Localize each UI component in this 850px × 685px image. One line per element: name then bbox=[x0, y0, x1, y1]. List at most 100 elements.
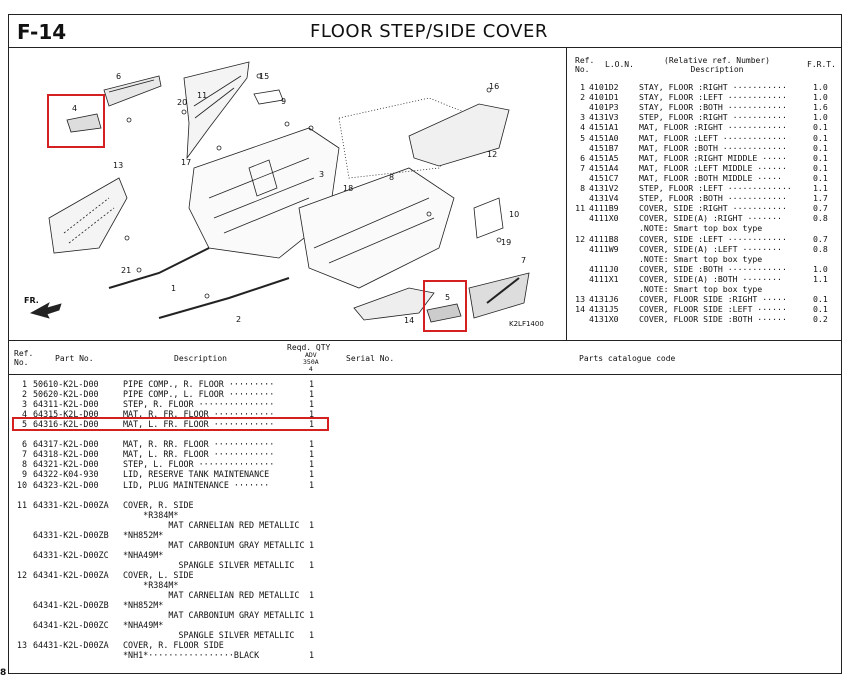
parts-table-row: 64331-K2L-D00ZB*NH852M* bbox=[9, 530, 842, 540]
frt-cell: 0.7 bbox=[813, 203, 828, 214]
desc-cell: .NOTE: Smart top box type bbox=[639, 284, 763, 294]
desc-cell: STEP, FLOOR :RIGHT ··········· bbox=[639, 112, 787, 123]
frt-cell: 0.1 bbox=[813, 122, 828, 133]
ref-header: Ref. No. bbox=[575, 56, 595, 74]
ref-cell: 11 bbox=[575, 203, 585, 214]
part-desc-cell: *NH852M* bbox=[123, 600, 164, 611]
frt-cell: 0.1 bbox=[813, 142, 828, 153]
part-7-shape bbox=[468, 272, 530, 319]
part-desc-cell: MAT CARBONIUM GRAY METALLIC bbox=[123, 610, 305, 621]
part-number-cell: 64311-K2L-D00 bbox=[33, 399, 99, 410]
part-qty-cell: 1 bbox=[309, 389, 315, 400]
diagram-code: K2LF1400 bbox=[509, 320, 544, 328]
frt-cell: 1.0 bbox=[813, 263, 828, 274]
lon-cell: 4111B9 bbox=[589, 203, 619, 214]
part-qty-cell: 1 bbox=[309, 379, 315, 389]
part-desc-cell: *NH1*·················BLACK bbox=[123, 650, 260, 661]
lon-cell: 4151A4 bbox=[589, 162, 619, 173]
lon-cell: 4151C7 bbox=[589, 172, 619, 183]
lon-cell: 4111B8 bbox=[589, 233, 619, 244]
lon-cell: 4151A1 bbox=[589, 122, 619, 133]
exploded-diagram: 6 4 11 9 3 16 12 8 18 10 19 7 13 1 2 14 … bbox=[9, 48, 567, 340]
ref-table-row: 5 4151A0 MAT, FLOOR :LEFT ············· 0.1 bbox=[567, 133, 842, 143]
callout-17: 17 bbox=[181, 158, 192, 167]
frt-cell: 0.1 bbox=[813, 132, 828, 143]
part-number-cell: 64318-K2L-D00 bbox=[33, 449, 99, 460]
lon-cell: 4131X0 bbox=[589, 314, 619, 325]
part-number-cell: 64341-K2L-D00ZC bbox=[33, 620, 109, 631]
desc-cell: COVER, SIDE :LEFT ············ bbox=[639, 233, 787, 244]
callout-3: 3 bbox=[319, 170, 325, 179]
lon-cell: 4151A5 bbox=[589, 152, 619, 163]
part-qty-cell: 1 bbox=[309, 399, 315, 410]
frt-cell: 1.6 bbox=[813, 102, 828, 113]
frt-cell: 1.0 bbox=[813, 82, 828, 92]
part-desc-cell: COVER, R. FLOOR SIDE bbox=[123, 640, 224, 651]
frt-cell: 0.2 bbox=[813, 314, 828, 325]
callout-15: 15 bbox=[259, 72, 270, 81]
frt-cell: 0.1 bbox=[813, 304, 828, 315]
callout-7: 7 bbox=[521, 256, 527, 265]
desc-cell: MAT, FLOOR :LEFT ············· bbox=[639, 132, 787, 143]
part-11-shape bbox=[183, 61, 250, 160]
desc-cell: .NOTE: Smart top box type bbox=[639, 223, 763, 234]
desc-cell: COVER, FLOOR SIDE :RIGHT ····· bbox=[639, 294, 787, 305]
part-1-pipe bbox=[108, 247, 210, 289]
ref-number-table: Ref. No. L.O.N. (Relative ref. Number) D… bbox=[567, 48, 842, 340]
part-14-shape bbox=[353, 287, 435, 321]
part-ref-cell: 12 bbox=[16, 569, 27, 580]
ref-cell: 5 bbox=[580, 132, 585, 143]
desc-cell: STAY, FLOOR :RIGHT ··········· bbox=[639, 82, 787, 92]
part-qty-cell: 1 bbox=[309, 409, 315, 420]
frt-cell: 0.8 bbox=[813, 243, 828, 254]
callout-14: 14 bbox=[404, 316, 415, 325]
frt-cell: 1.0 bbox=[813, 112, 828, 123]
lon-cell: 4101D2 bbox=[589, 82, 619, 92]
front-label: FR. bbox=[24, 296, 39, 305]
parts-qty-header: Reqd. QTY bbox=[287, 343, 331, 352]
desc-cell: MAT, FLOOR :BOTH ············· bbox=[639, 142, 787, 153]
ref-cell: 14 bbox=[575, 304, 585, 315]
desc-cell: COVER, SIDE(A) :BOTH ········ bbox=[639, 273, 782, 284]
diagram-drawing bbox=[29, 61, 530, 323]
part-9-shape bbox=[253, 89, 284, 105]
callout-21: 21 bbox=[121, 266, 132, 275]
part-desc-cell: COVER, L. SIDE bbox=[123, 569, 194, 580]
desc-cell: COVER, SIDE(A) :LEFT ········ bbox=[639, 243, 782, 254]
part-ref-cell: 3 bbox=[21, 399, 27, 410]
part-ref-cell: 7 bbox=[21, 449, 27, 460]
part-desc-cell: MAT, R. FR. FLOOR ············ bbox=[123, 409, 275, 420]
desc-cell: .NOTE: Smart top box type bbox=[639, 253, 763, 264]
part-desc-cell: *NH852M* bbox=[123, 529, 164, 540]
lon-cell: 4111J0 bbox=[589, 263, 619, 274]
page-number: 8 bbox=[0, 668, 7, 678]
parts-ref-header: Ref. No. bbox=[14, 349, 34, 367]
frt-cell: 0.1 bbox=[813, 294, 828, 305]
part-desc-cell: SPANGLE SILVER METALLIC bbox=[123, 630, 295, 641]
part-number-cell: 64341-K2L-D00ZB bbox=[33, 600, 109, 611]
lon-cell: 4131V4 bbox=[589, 193, 619, 204]
part-qty-cell: 1 bbox=[309, 519, 315, 530]
ref-cell: 13 bbox=[575, 294, 585, 305]
lon-cell: 4151A0 bbox=[589, 132, 619, 143]
part-desc-cell: STEP, L. FLOOR ··············· bbox=[123, 459, 275, 470]
